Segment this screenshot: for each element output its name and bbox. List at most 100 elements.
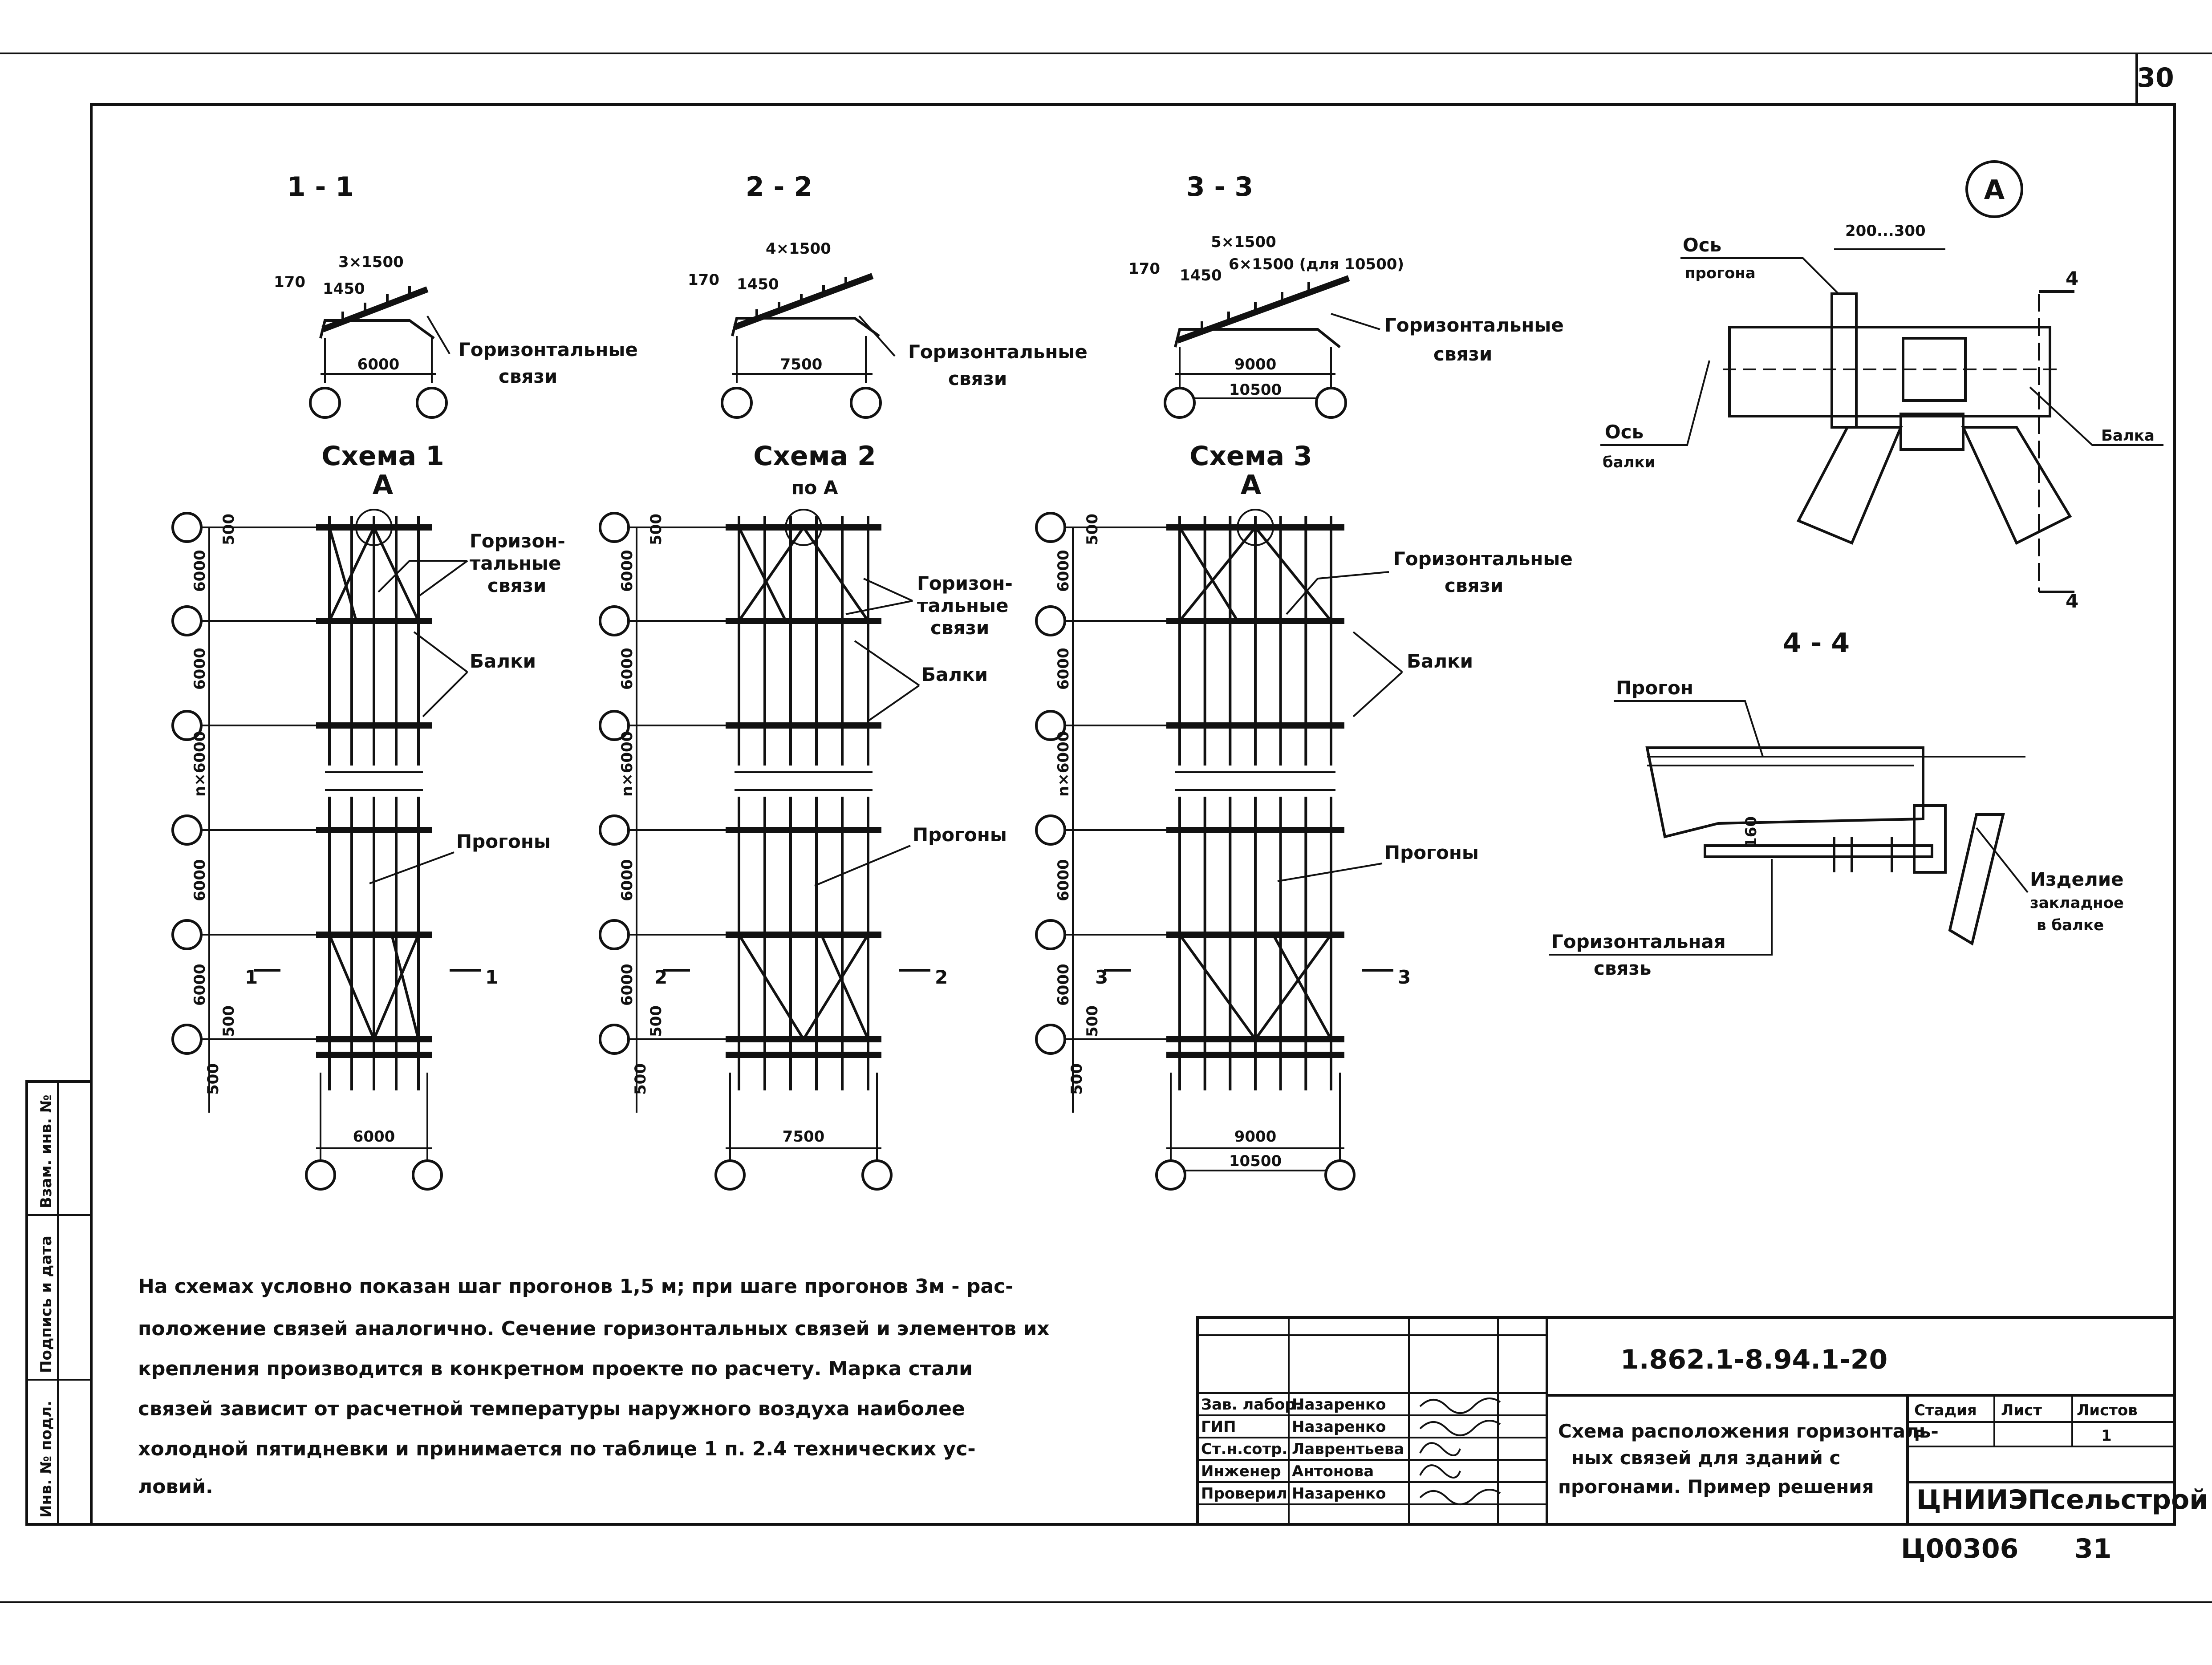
sheets-value: 1 [2101,1427,2112,1445]
axis-circle [1315,387,1347,419]
axis-circle [1035,1024,1066,1055]
left-stamp: Инв. № подл. Подпись и дата Взам. инв. № [25,1080,93,1526]
axis-circle [305,1159,336,1191]
vertical-dim: 6000 [618,550,636,592]
note-line: На схемах условно показан шаг прогонов 1… [138,1275,1013,1298]
small-dim: 500 [204,1063,222,1095]
page-number-box [2135,53,2175,106]
section-1-1-title: 1 - 1 [287,171,354,203]
small-dim: 500 [1068,1063,1086,1095]
detail-a-mark: A [1984,174,2005,206]
detail-a-ref-circle [355,509,393,546]
axis-circle [171,512,203,543]
small-dim: 500 [647,1005,665,1037]
axis-circle [1035,605,1066,636]
axis-circle [171,814,203,846]
scheme-2-ties-3: связи [930,617,989,639]
section-1-1-span: 6000 [357,356,400,373]
section-4-4-embedded-2: закладное [2030,894,2124,912]
axis-circle [599,814,630,846]
archive-page: 31 [2074,1533,2112,1564]
axis-circle [850,387,882,419]
vertical-dim: 6000 [191,964,209,1006]
title-line: ных связей для зданий с [1571,1447,1840,1469]
title-block: 1.862.1-8.94.1-20 Схема расположения гор… [1196,1316,2208,1526]
role-label: Инженер [1201,1462,1281,1480]
vertical-dim: 6000 [618,648,636,690]
axis-circle [1035,512,1066,543]
drawing-frame [90,103,2176,1526]
cut-label: 3 [1095,966,1108,988]
vertical-dim: 6000 [618,859,636,901]
section-4-4-tie-1: Горизонтальная [1551,931,1726,952]
section-1-1: 1 - 1 6000 170 3×1500 1450 Горизонтальны… [274,171,638,419]
scheme-2-a-mark: по A [791,477,838,498]
axis-circle [1035,814,1066,846]
scheme-2-ties-1: Горизон- [917,572,1013,594]
section-3-3-span: 9000 [1234,356,1277,373]
section-3-3-title: 3 - 3 [1186,171,1253,203]
bottom-span: 9000 [1234,1128,1277,1146]
role-label: Проверил [1201,1485,1287,1503]
page-number: 30 [2137,62,2174,93]
scheme-2-title: Схема 2 [753,441,876,472]
vertical-dim: 6000 [191,648,209,690]
section-2-2-ties-label-2: связи [948,368,1007,389]
note-line: ловий. [138,1475,213,1498]
section-4-4-purlin-body [1645,746,1924,839]
scheme-3-purlins: Прогоны [1384,842,1479,863]
horizontal-tie [328,934,420,1043]
role-name: Назаренко [1292,1418,1386,1436]
bottom-span-2: 10500 [1229,1152,1282,1170]
bottom-span: 7500 [783,1128,825,1146]
axis-circle [599,512,630,543]
section-2-2: 2 - 2 7500 170 4×1500 1450 Горизонтальны… [688,171,1088,419]
scheme-2-beams: Балки [921,664,988,685]
horizontal-tie [738,527,787,622]
scheme-1-ties-2: тальные [470,552,561,574]
vertical-dim: n×6000 [1055,731,1072,797]
vertical-dim: 6000 [1055,964,1072,1006]
scheme-3-ties-1: Горизонтальные [1393,548,1573,570]
scheme-3-a-mark: A [1241,470,1262,501]
section-1-1-ties-label-1: Горизонтальные [459,339,638,361]
vertical-dim: 6000 [191,859,209,901]
small-dim: 500 [220,1005,238,1037]
cut-label: 1 [485,966,498,988]
detail-a-beam: Балка [2101,427,2155,445]
vzam-inv-label: Взам. инв. № [37,1094,55,1208]
section-2-2-title: 2 - 2 [746,171,812,203]
title-line: Схема расположения горизонталь- [1558,1420,1939,1442]
detail-a-purlin [1728,326,2051,417]
cut-label: 2 [654,966,667,988]
section-4-4-title: 4 - 4 [1783,628,1850,659]
section-1-1-dim-1450: 1450 [323,280,365,298]
scheme-1-title: Схема 1 [321,441,444,472]
detail-a-cut-bottom: 4 [2066,590,2078,612]
note-line: холодной пятидневки и принимается по таб… [138,1438,976,1460]
small-dim: 500 [220,514,238,545]
detail-a-beam-axis-1: Ось [1605,421,1644,443]
axis-circle [721,387,753,419]
section-2-2-dim-1450: 1450 [737,275,779,293]
section-3-3-dim-1450: 1450 [1180,267,1222,284]
detail-a-purlin-axis-2: прогона [1685,264,1756,282]
axis-circle [171,919,203,950]
note-line: крепления производится в конкретном прое… [138,1357,973,1380]
scheme-1-ties-3: связи [487,575,546,596]
section-4-4-tie-2: связь [1594,957,1651,979]
vertical-dim: 6000 [1055,550,1072,592]
detail-a-dim: 200...300 [1845,222,1926,240]
horizontal-tie [820,934,869,1040]
vertical-dim: 6000 [1055,648,1072,690]
scheme-3-beams: Балки [1407,650,1473,672]
horizontal-tie [390,934,420,1040]
axis-circle [412,1159,443,1191]
detail-a-ref-circle [1237,509,1274,546]
horizontal-tie [738,934,869,1042]
sheets-label: Листов [2077,1402,2138,1419]
section-2-2-dim-step: 4×1500 [766,240,831,258]
axis-circle [1155,1159,1186,1191]
